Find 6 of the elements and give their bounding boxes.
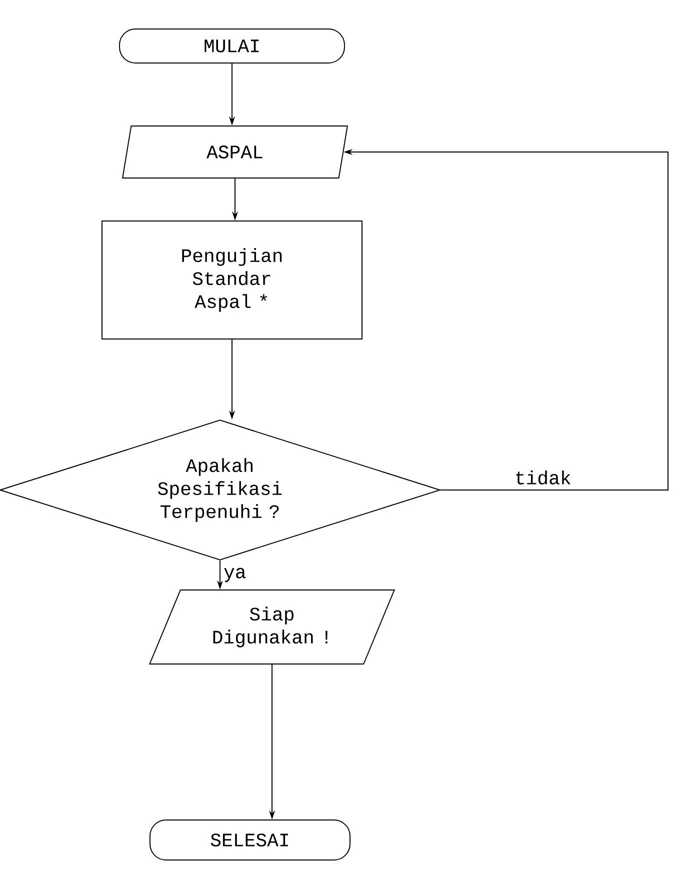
edge-label: tidak bbox=[513, 470, 572, 486]
terminal-box: MULAI bbox=[119, 28, 345, 64]
terminal-box: SELESAI bbox=[150, 820, 350, 860]
edge-label: ya bbox=[222, 566, 248, 584]
process-box: Pengujian Standar Aspal * bbox=[102, 220, 362, 340]
input-output-parallelogram: ASPAL bbox=[122, 126, 348, 178]
